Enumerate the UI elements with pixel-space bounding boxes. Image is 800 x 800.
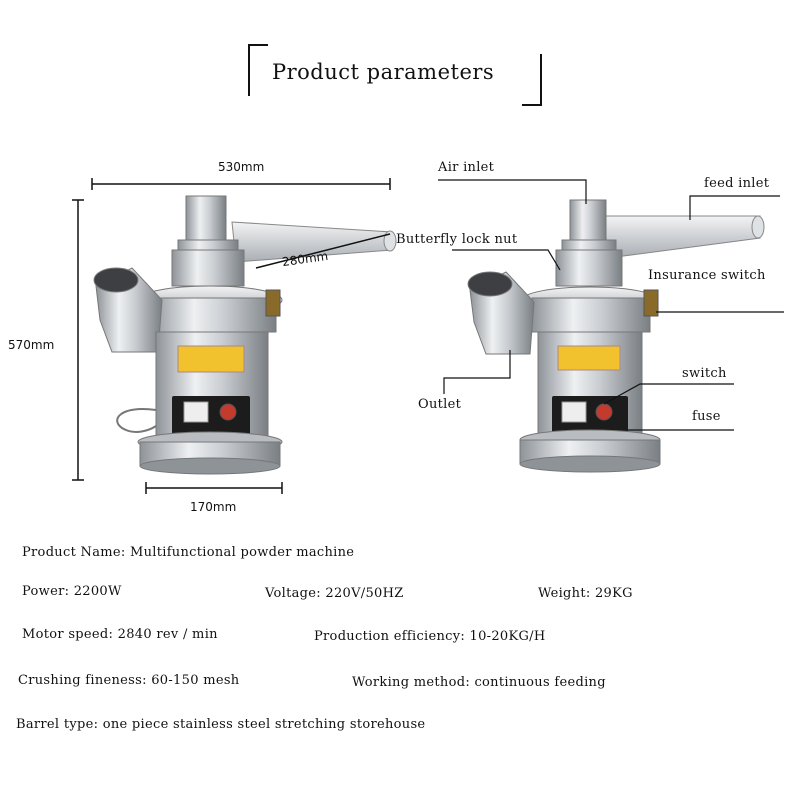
leader-butterfly-nut [452,249,561,271]
side-switch [265,289,281,317]
callout-butterfly-lock-nut: Butterfly lock nut [396,232,518,247]
callout-feed-inlet: feed inlet [704,176,770,191]
outlet-opening-2 [467,271,513,297]
feed-chute-end-2 [751,215,765,239]
warning-label [177,345,245,373]
callout-outlet: Outlet [418,397,462,412]
feed-chute-2 [603,215,761,259]
callout-fuse: fuse [692,409,721,424]
power-switch-2 [595,403,613,421]
callout-insurance-switch: Insurance switch [648,268,766,283]
leader-switch [603,383,734,405]
mid-housing [149,297,277,333]
spec-crushing-fineness: Crushing fineness: 60-150 mesh [18,673,240,688]
warning-label-2 [557,345,621,371]
title-bracket-right [522,54,542,106]
dim-label-base: 170mm [190,500,237,514]
spec-working-method: Working method: continuous feeding [352,675,606,690]
grinding-head-2 [555,249,623,287]
spec-weight: Weight: 29KG [538,586,633,601]
grinding-head [171,249,245,287]
base-bottom-2 [519,455,661,473]
mid-housing-2 [531,297,651,333]
machine-left [93,195,397,475]
dim-label-height: 570mm [8,338,55,352]
callout-switch: switch [682,366,727,381]
machine-right [467,199,765,473]
leader-air-inlet [438,179,587,204]
air-inlet-tube-2 [569,199,607,241]
power-cord [116,408,157,433]
spec-barrel-type: Barrel type: one piece stainless steel s… [16,717,426,732]
callout-air-inlet: Air inlet [438,160,495,175]
title-bracket-left [248,44,268,96]
tube-collar-2 [561,239,617,251]
title-frame [248,44,542,106]
leader-feed-inlet [689,195,780,220]
base-bottom [139,457,281,475]
dimension-lines [72,178,391,494]
ammeter-2 [561,401,587,423]
dim-line-chute [255,233,391,269]
outlet-opening [93,267,139,293]
spec-voltage: Voltage: 220V/50HZ [265,586,404,601]
callout-leaders [438,179,784,431]
power-switch [219,403,237,421]
side-switch-2 [643,289,659,317]
air-inlet-tube [185,195,227,241]
tube-collar [177,239,239,251]
ammeter [183,401,209,423]
spec-power: Power: 2200W [22,584,122,599]
page-title: Product parameters [272,60,495,84]
leader-outlet [443,350,511,394]
dim-label-width: 530mm [218,160,265,174]
spec-product-name: Product Name: Multifunctional powder mac… [22,545,355,560]
feed-chute-end [383,230,397,252]
spec-motor-speed: Motor speed: 2840 rev / min [22,627,218,642]
spec-production-efficiency: Production efficiency: 10-20KG/H [314,629,546,644]
